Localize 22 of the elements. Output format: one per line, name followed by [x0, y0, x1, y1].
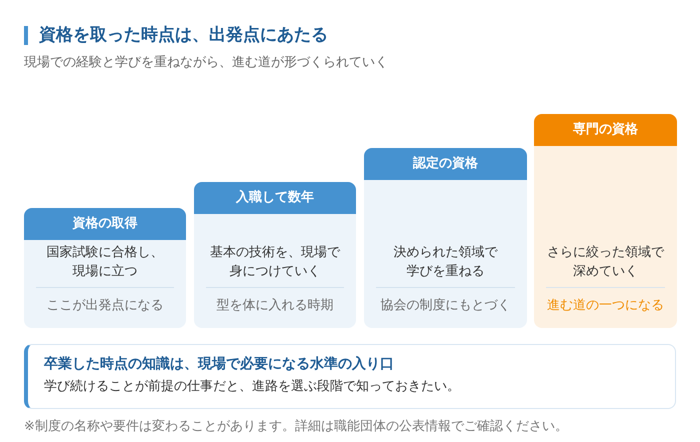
step-heading: 資格の取得 — [24, 208, 186, 240]
subtitle: 現場での経験と学びを重ねながら、進む道が形づくられていく — [24, 54, 388, 72]
step-description: 国家試験に合格し、現場に立つ — [46, 244, 164, 281]
note-callout — [24, 344, 676, 409]
step-card — [194, 182, 356, 328]
page-title: 資格を取った時点は、出発点にあたる — [39, 24, 328, 47]
callout-text: 学び続けることが前提の仕事だと、進路を選ぶ段階で知っておきたい。 — [44, 378, 460, 396]
step-card — [24, 208, 186, 328]
step-description: 基本の技術を、現場で身につけていく — [209, 244, 342, 281]
step-heading: 専門の資格 — [534, 114, 677, 146]
step-note: ここが出発点になる — [46, 297, 164, 315]
step-heading: 入職して数年 — [194, 182, 356, 214]
step-heading: 認定の資格 — [364, 148, 527, 180]
step-note: 進む道の一つになる — [547, 297, 664, 315]
callout-heading: 卒業した時点の知識は、現場で必要になる水準の入り口 — [44, 354, 394, 374]
step-note: 型を体に入れる時期 — [216, 297, 334, 315]
step-description: さらに絞った領域で深めていく — [546, 244, 666, 281]
step-card — [364, 148, 527, 328]
step-card — [534, 114, 677, 328]
step-note: 協会の制度にもとづく — [380, 297, 510, 315]
step-description: 決められた領域で学びを重ねる — [392, 244, 499, 281]
footnote: ※制度の名称や要件は変わることがあります。詳細は職能団体の公表情報でご確認ください。 — [24, 418, 568, 436]
